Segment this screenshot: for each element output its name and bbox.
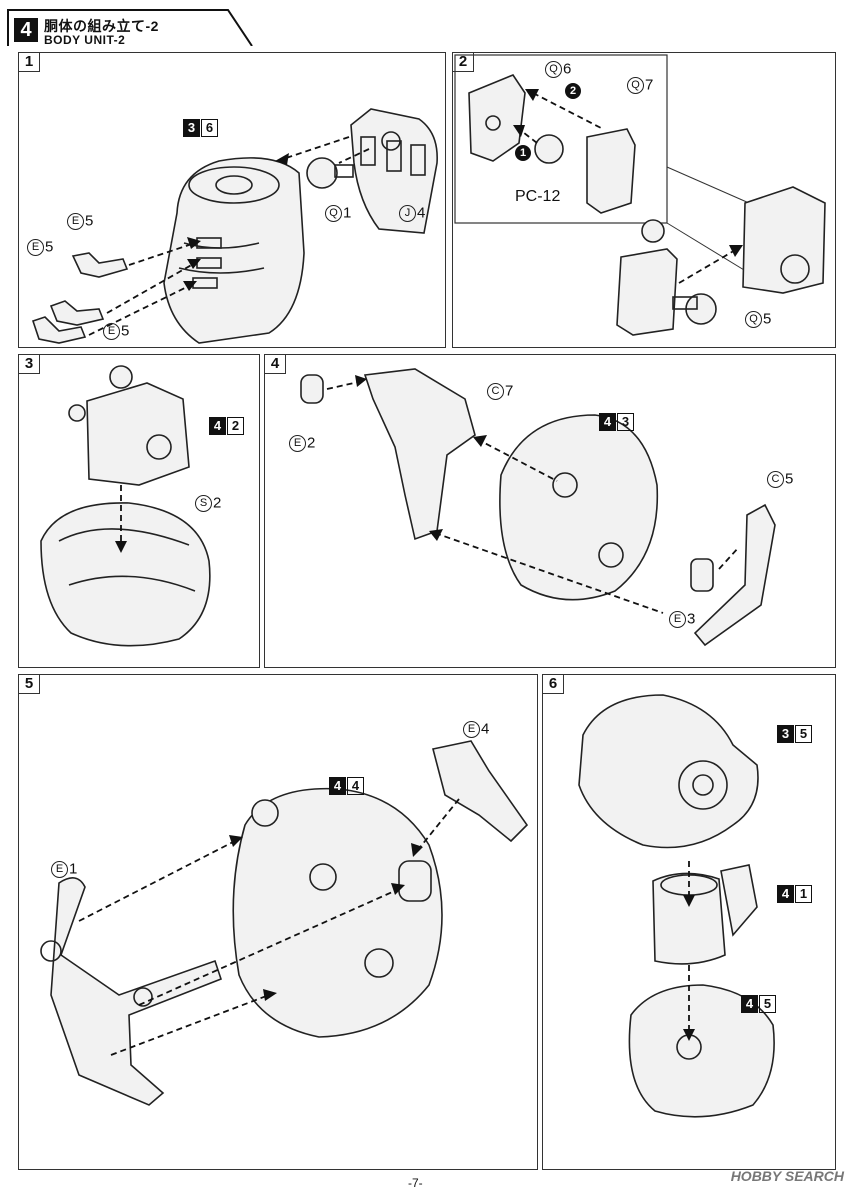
panel-number: 2: [452, 52, 474, 72]
assembled-block: [742, 186, 826, 294]
torso-41: [652, 872, 726, 965]
pc-12-ball: [534, 134, 564, 164]
page-title-jp: 胴体の組み立て-2: [44, 18, 159, 34]
step-badge-2: 2: [565, 83, 581, 99]
panel-number: 6: [542, 674, 564, 694]
label-pc-12: PC-12: [515, 188, 561, 205]
page-title-en: BODY UNIT-2: [44, 33, 126, 47]
clip-e5-c: [31, 316, 87, 344]
watermark: HOBBY SEARCH: [730, 1168, 844, 1184]
panel-3-illustration: [40, 365, 211, 647]
upper-body-35: [578, 694, 759, 849]
torso-part: [163, 157, 305, 344]
header-tab-shape: [7, 9, 253, 46]
lower-block: [616, 248, 678, 336]
cap-e2: [300, 374, 324, 404]
page-number: -7-: [408, 1176, 423, 1190]
panel-number: 3: [18, 354, 40, 374]
panel-number: 5: [18, 674, 40, 694]
clip-e5-a: [71, 252, 129, 278]
panel-number: 4: [264, 354, 286, 374]
panel-5-illustration: [40, 740, 529, 1106]
chest-block: [86, 382, 190, 486]
frame-c7: [363, 368, 476, 541]
panel-1-illustration: [31, 108, 438, 344]
step-badge-1: 1: [515, 145, 531, 161]
step-number: 4: [14, 18, 38, 42]
waist-assembly: [499, 414, 659, 601]
waist-45: [628, 984, 775, 1118]
block-q7: [586, 128, 636, 214]
part-e4: [432, 740, 529, 843]
frame-c5: [693, 503, 776, 647]
panel-number: 1: [18, 52, 40, 72]
panel-6-illustration: [578, 694, 775, 1118]
panel-4-illustration: [300, 368, 776, 647]
ball-joint-q1: [306, 157, 338, 189]
waist-ring: [40, 502, 211, 647]
panel-2-illustration: [454, 54, 826, 336]
clip-e5-b: [49, 300, 105, 326]
cap-e3: [690, 558, 714, 592]
